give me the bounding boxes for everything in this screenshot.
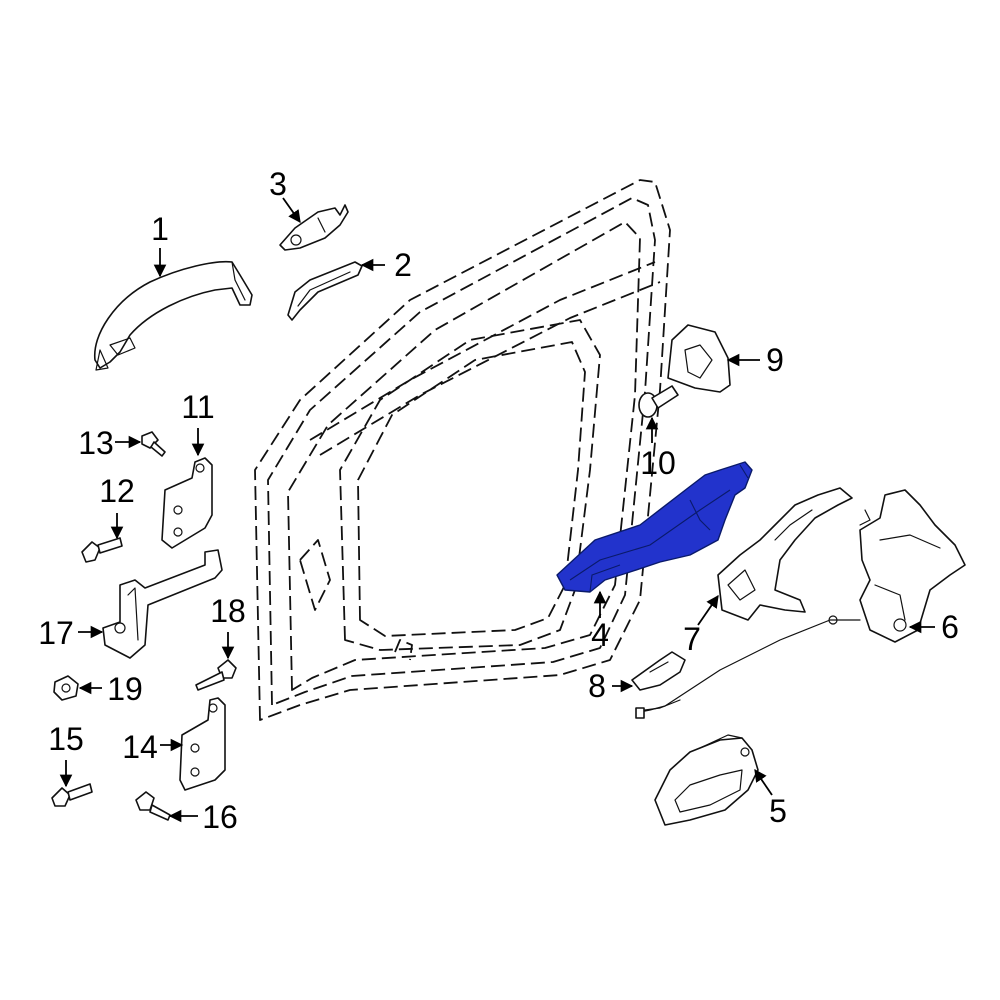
part-18-bolt	[195, 659, 237, 691]
part-5-inner-handle	[654, 734, 759, 826]
callout-17: 17	[38, 615, 74, 651]
part-14-hinge-lower	[179, 697, 226, 791]
callout-1: 1	[151, 211, 169, 247]
part-15-bolt	[51, 783, 93, 807]
part-4-handle-carrier	[556, 461, 753, 593]
callout-5: 5	[769, 793, 787, 829]
callout-8: 8	[588, 668, 606, 704]
callout-15: 15	[48, 721, 84, 757]
part-7-bracket	[717, 487, 853, 621]
part-4-highlight-shape	[556, 461, 753, 593]
callout-10: 10	[640, 445, 676, 481]
callout-6: 6	[941, 609, 959, 645]
part-17-door-check	[102, 549, 223, 659]
callout-labels: 1 2 3 4 5 6 7 8 9 10 11 12 13 14 15 16 1…	[38, 166, 959, 835]
door-shell-outline	[254, 179, 671, 721]
callout-18: 18	[210, 593, 246, 629]
part-13-small-bolt	[141, 431, 166, 457]
callout-14: 14	[122, 729, 158, 765]
leader-5	[754, 768, 773, 796]
callout-4: 4	[591, 617, 609, 653]
callout-19: 19	[107, 671, 143, 707]
part-19-nut	[53, 675, 79, 701]
callout-16: 16	[202, 799, 238, 835]
callout-2: 2	[394, 247, 412, 283]
callout-3: 3	[269, 166, 287, 202]
part-2-handle-bezel	[287, 261, 363, 321]
actuator-cable	[635, 615, 861, 719]
leader-7	[697, 594, 719, 626]
leader-lines	[59, 197, 935, 823]
callout-9: 9	[766, 342, 784, 378]
callout-7: 7	[683, 621, 701, 657]
leader-3	[282, 197, 301, 224]
callout-12: 12	[99, 473, 135, 509]
callout-13: 13	[78, 425, 114, 461]
part-6-latch-actuator	[859, 489, 966, 643]
part-12-bolt	[81, 537, 123, 563]
part-10-striker-bolt	[638, 385, 679, 418]
part-8-clip	[631, 651, 686, 691]
part-1-outer-handle	[94, 260, 253, 371]
part-11-hinge-upper	[161, 457, 213, 549]
part-9-striker	[667, 324, 731, 393]
part-16-bolt	[135, 791, 171, 821]
callout-11: 11	[181, 389, 214, 425]
part-3-handle-cap	[279, 204, 349, 251]
